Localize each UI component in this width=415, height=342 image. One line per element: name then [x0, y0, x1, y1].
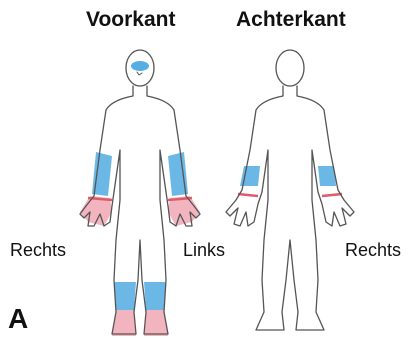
back-body-figure — [226, 50, 354, 330]
back-right-wrist-marking — [322, 194, 342, 196]
front-right-lower-leg-marking — [114, 282, 136, 310]
front-body-figure — [80, 50, 200, 336]
front-left-lower-leg-marking — [144, 282, 166, 310]
back-left-wrist-marking — [238, 194, 258, 196]
front-head-marking — [131, 61, 149, 71]
